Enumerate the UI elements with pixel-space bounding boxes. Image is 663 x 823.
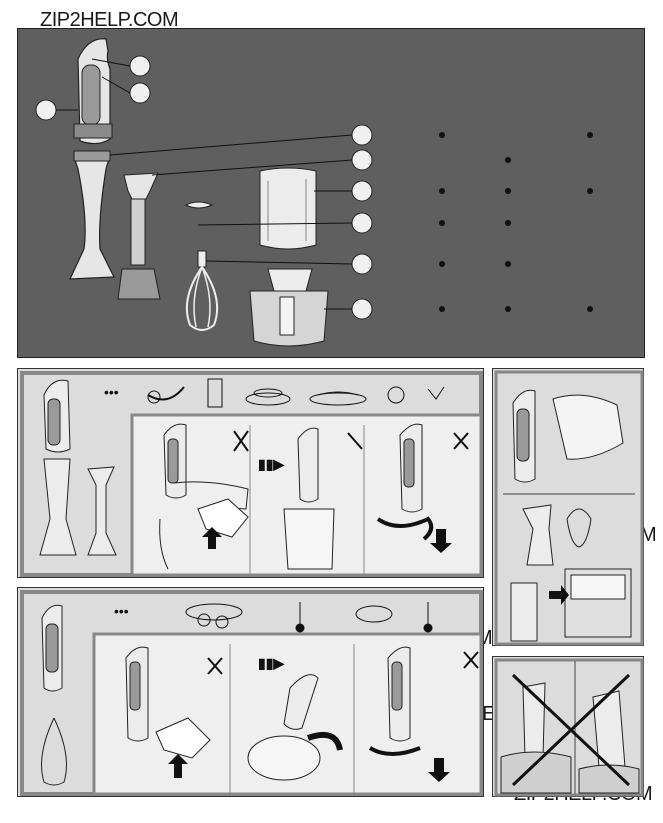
whisk-usage-illustration: ••• ▮▮▶ — [20, 590, 483, 796]
step-2-blend: ▮▮▶ — [258, 427, 363, 570]
label-circle — [35, 99, 57, 121]
puree-attachment-icon — [117, 172, 161, 300]
do-not-immerse-illustration — [494, 658, 644, 797]
svg-text:▮▮▶: ▮▮▶ — [258, 456, 285, 472]
motor-unit-icon — [73, 38, 113, 145]
chopper-icon — [249, 268, 329, 347]
beaker-icon — [259, 167, 317, 250]
watermark-top-left: ZIP2HELP.COM — [40, 9, 179, 31]
step-1-attach-shaft — [159, 423, 249, 570]
svg-text:▮▮▶: ▮▮▶ — [258, 655, 285, 671]
whisk-food-icons-row — [185, 602, 433, 633]
step-3-detach-shaft — [376, 423, 469, 553]
cleaning-panel — [492, 368, 644, 646]
svg-text:•••: ••• — [114, 603, 129, 619]
whisk-icon — [185, 250, 219, 331]
cleaning-illustration — [494, 370, 644, 646]
model-bullet-matrix — [439, 132, 593, 312]
blender-with-shaft-icon — [39, 379, 117, 556]
whisk-step-2: ▮▮▶ — [247, 655, 343, 781]
svg-text:•••: ••• — [104, 384, 119, 400]
whisk-device-icon — [41, 604, 67, 786]
label-circle — [129, 55, 151, 77]
whisk-step-3 — [368, 646, 479, 782]
part-callouts — [109, 124, 373, 320]
blending-usage-panel: ••• ▮▮▶ — [17, 368, 484, 578]
food-icons-row — [147, 378, 445, 408]
parts-overview-panel — [17, 28, 645, 358]
wipe-motor-icon — [512, 389, 624, 483]
whisk-step-1 — [125, 646, 223, 778]
lid-icon — [184, 201, 214, 209]
do-not-immerse-panel — [492, 656, 644, 797]
parts-overview-illustration — [35, 38, 593, 347]
blending-usage-illustration: ••• ▮▮▶ — [20, 371, 483, 577]
dishwasher-icon — [510, 504, 632, 642]
blender-shaft-icon — [69, 150, 115, 280]
prohibited-cross-icon — [511, 673, 631, 787]
whisk-usage-panel: ••• ▮▮▶ — [17, 587, 484, 797]
label-circle — [129, 82, 151, 104]
